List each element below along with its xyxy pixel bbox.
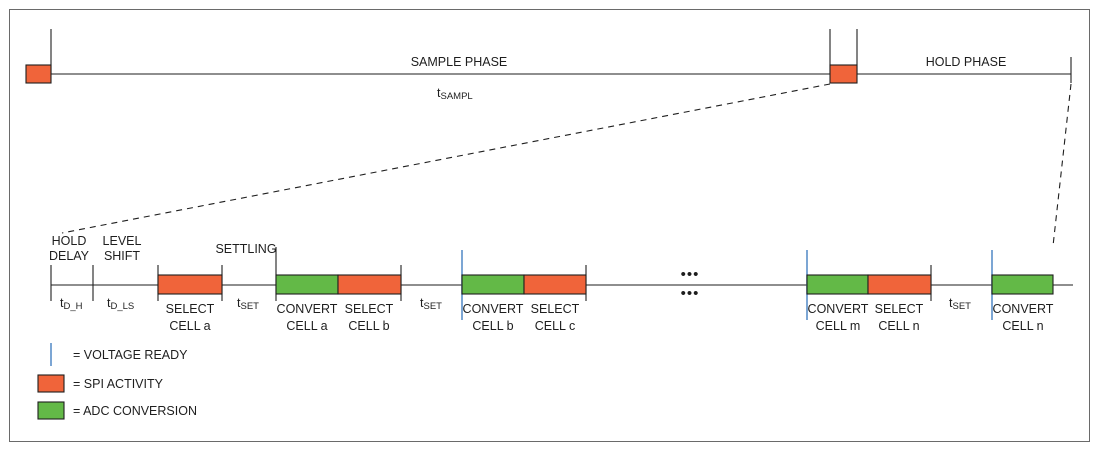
select-cell-a-line2: CELL a: [169, 319, 210, 333]
spi-block-select-cell-b: [337, 274, 402, 295]
select-cell-n-line2: CELL n: [878, 319, 919, 333]
t-d-ls-label: tD_LS: [107, 296, 134, 312]
spi-block-select-cell-a: [157, 274, 223, 295]
hold-phase-label: HOLD PHASE: [926, 55, 1007, 69]
convert-cell-m-line2: CELL m: [816, 319, 861, 333]
adc-block-convert-cell-a: [275, 274, 339, 295]
hold-delay-label-2: DELAY: [49, 249, 90, 263]
diagram-frame: [9, 9, 1090, 442]
level-shift-label-2: SHIFT: [104, 249, 140, 263]
select-cell-b-line2: CELL b: [348, 319, 389, 333]
legend-adc-conversion-swatch: [37, 401, 65, 420]
t-set-label-1: tSET: [237, 296, 259, 312]
convert-cell-a-line1: CONVERT: [277, 302, 338, 316]
convert-cell-b-line2: CELL b: [472, 319, 513, 333]
legend: = VOLTAGE READY = SPI ACTIVITY = ADC CON…: [37, 343, 197, 420]
convert-cell-n-line1: CONVERT: [993, 302, 1054, 316]
adc-block-convert-cell-n: [991, 274, 1054, 295]
spi-block-sample-start: [25, 64, 52, 84]
hold-delay-label-1: HOLD: [52, 234, 87, 248]
legend-voltage-ready-label: = VOLTAGE READY: [73, 348, 188, 362]
spi-block-select-cell-n: [867, 274, 932, 295]
legend-adc-conversion-label: = ADC CONVERSION: [73, 404, 197, 418]
phase-row: SAMPLE PHASE HOLD PHASE tSAMPL: [25, 29, 1072, 102]
zoom-line-right: [1052, 83, 1072, 247]
select-cell-c-line1: SELECT: [531, 302, 580, 316]
convert-cell-m-line1: CONVERT: [808, 302, 869, 316]
select-cell-a-line1: SELECT: [166, 302, 215, 316]
convert-cell-a-line2: CELL a: [286, 319, 327, 333]
sample-phase-label: SAMPLE PHASE: [411, 55, 508, 69]
select-cell-n-line1: SELECT: [875, 302, 924, 316]
t-set-label-2: tSET: [420, 296, 442, 312]
select-cell-c-line2: CELL c: [535, 319, 576, 333]
legend-spi-activity-swatch: [37, 374, 65, 393]
spi-block-sample-end: [829, 64, 858, 84]
t-sampl-label: tSAMPL: [437, 86, 473, 102]
convert-cell-b-line1: CONVERT: [463, 302, 524, 316]
select-cell-b-line1: SELECT: [345, 302, 394, 316]
spi-block-select-cell-c: [523, 274, 587, 295]
settling-label: SETTLING: [215, 242, 276, 256]
zoom-line-left: [61, 83, 831, 234]
level-shift-label-1: LEVEL: [103, 234, 142, 248]
t-d-h-label: tD_H: [60, 296, 83, 312]
adc-block-convert-cell-b: [461, 274, 525, 295]
legend-spi-activity-label: = SPI ACTIVITY: [73, 377, 164, 391]
t-set-label-3: tSET: [949, 296, 971, 312]
ellipsis-lower: •••: [681, 285, 700, 302]
cell-timeline: HOLD DELAY LEVEL SHIFT SETTLING ••• ••• …: [49, 234, 1073, 333]
convert-cell-n-line2: CELL n: [1002, 319, 1043, 333]
ellipsis-upper: •••: [681, 266, 700, 283]
adc-block-convert-cell-m: [806, 274, 869, 295]
